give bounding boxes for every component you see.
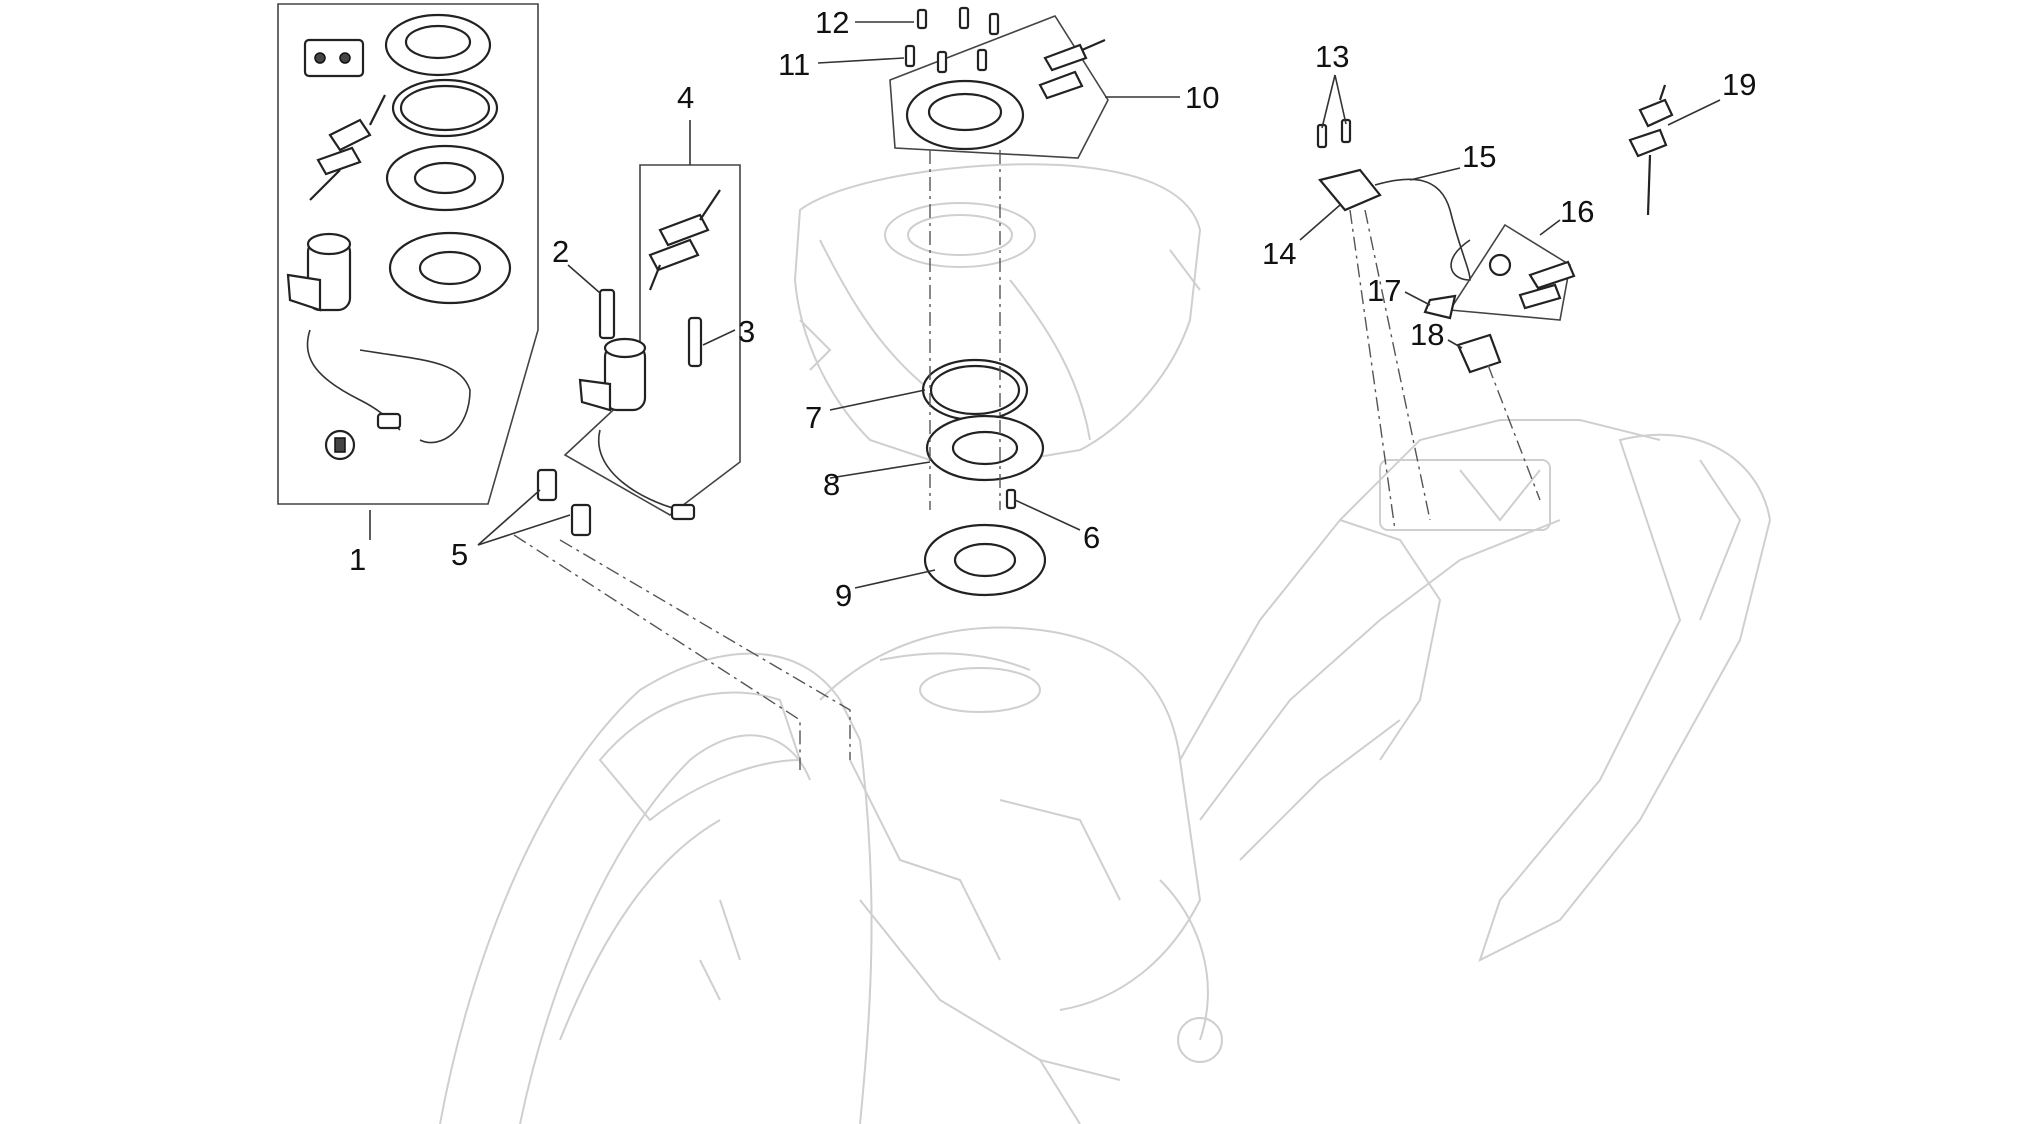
callout-leader-lines: [369, 21, 1721, 589]
bolt-parts-2-3: [598, 288, 703, 368]
callout-14: 14: [1262, 236, 1296, 271]
callout-16: 16: [1560, 194, 1594, 229]
callout-1: 1: [349, 542, 366, 577]
callout-3: 3: [738, 314, 755, 349]
callout-11: 11: [778, 47, 810, 82]
callout-10: 10: [1185, 80, 1219, 115]
callout-9: 9: [835, 578, 852, 613]
part-group-4-ignition-switch: [563, 164, 741, 521]
callout-19: 19: [1722, 67, 1756, 102]
part-group-10-cap-kit: [889, 15, 1109, 159]
callout-18: 18: [1410, 317, 1444, 352]
callout-8: 8: [823, 467, 840, 502]
seat-lock-parts: [1316, 84, 1674, 374]
screw-parts-11-12: [904, 6, 1000, 74]
callout-12: 12: [815, 5, 849, 40]
tank-ring-parts: [921, 358, 1047, 597]
fuel-tank-ghost: [793, 163, 1202, 472]
motorcycle-ghost-outline: [439, 419, 1772, 1124]
callout-labels: 1 2 3 4 5 6 7 8 9 10 11 12 13 14 15 16 1…: [349, 5, 1756, 613]
callout-13: 13: [1315, 39, 1349, 74]
callout-7: 7: [805, 400, 822, 435]
callout-2: 2: [552, 234, 569, 269]
callout-6: 6: [1083, 520, 1100, 555]
callout-17: 17: [1367, 273, 1401, 308]
callout-5: 5: [451, 537, 468, 572]
assembly-dashed-lines: [513, 150, 1541, 770]
part-group-1-ignition-kit: [277, 3, 539, 505]
spacer-parts-5: [536, 468, 592, 537]
callout-15: 15: [1462, 139, 1496, 174]
callout-4: 4: [677, 80, 694, 115]
